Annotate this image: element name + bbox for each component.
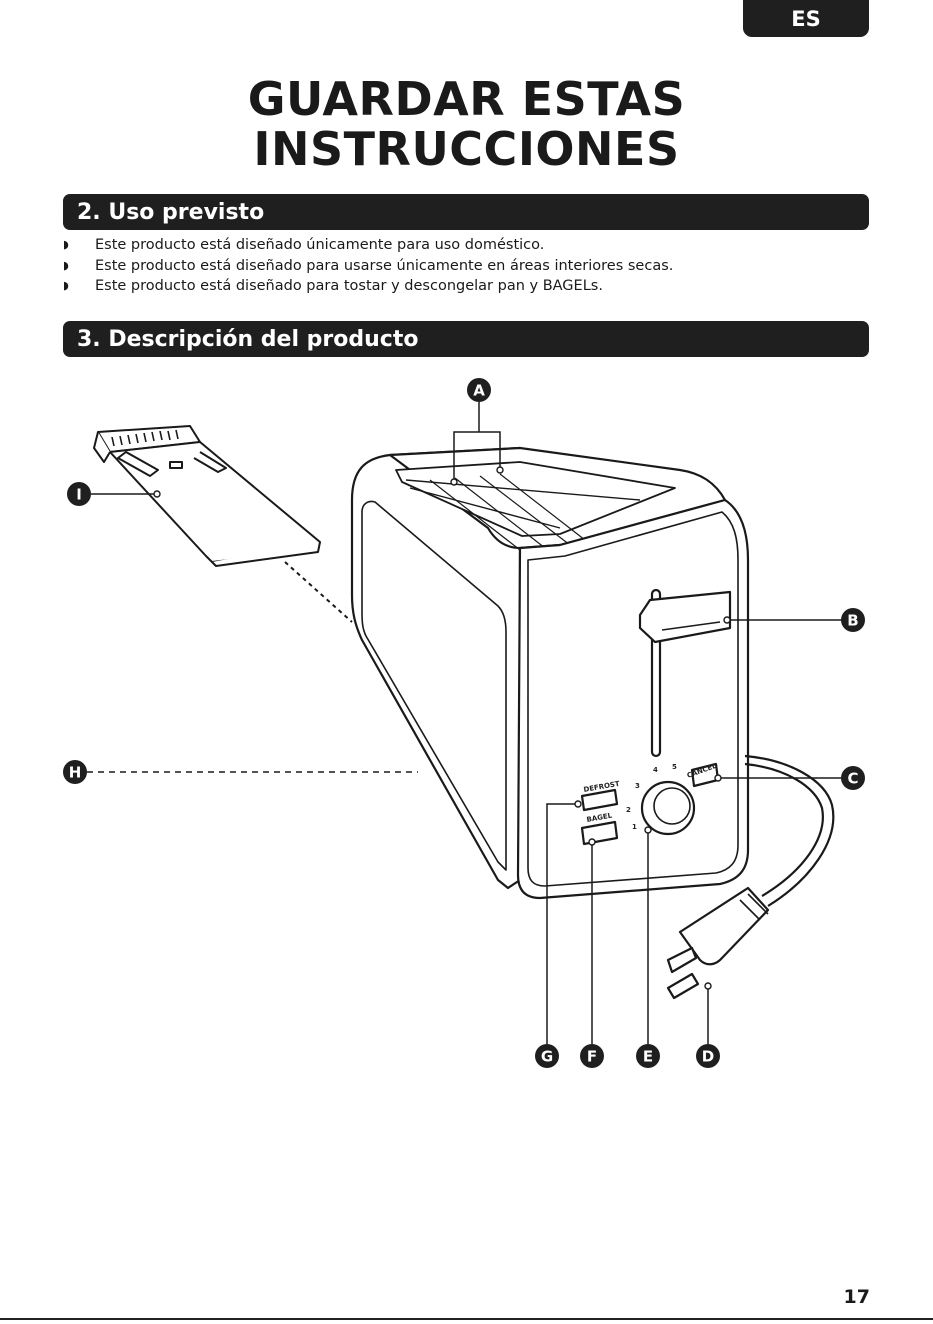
section-heading-product-description: 3. Descripción del producto (63, 321, 869, 357)
svg-text:D: D (702, 1048, 714, 1066)
list-item-text: Este producto está diseñado únicamente p… (95, 237, 545, 253)
svg-text:B: B (847, 612, 858, 630)
svg-text:G: G (541, 1048, 553, 1066)
list-item: ◗ Este producto está diseñado únicamente … (63, 235, 673, 256)
callout-b: B (841, 608, 865, 632)
callout-a: A (467, 378, 491, 402)
bottom-rule (0, 1318, 933, 1320)
bullet-icon: ◗ (63, 279, 69, 292)
bullet-icon: ◗ (63, 238, 69, 251)
page-number: 17 (843, 1286, 870, 1308)
leader-dots (153, 466, 731, 990)
dial-number-1: 1 (632, 823, 637, 831)
svg-text:C: C (847, 770, 858, 788)
section-heading-intended-use: 2. Uso previsto (63, 194, 869, 230)
callout-d: D (696, 1044, 720, 1068)
intended-use-list: ◗ Este producto está diseñado únicamente … (63, 235, 673, 297)
list-item-text: Este producto está diseñado para tostar … (95, 278, 603, 294)
dial-number-2: 2 (626, 806, 631, 814)
svg-text:A: A (473, 382, 485, 400)
page-title: GUARDAR ESTAS INSTRUCCIONES (0, 74, 933, 174)
bullet-icon: ◗ (63, 258, 69, 272)
list-item: ◗ Este producto está diseñado para tostar… (63, 276, 673, 297)
list-item: ◗ Este producto está diseñado para usarse… (63, 256, 673, 277)
dial-number-5: 5 (672, 763, 677, 771)
svg-text:F: F (587, 1048, 597, 1066)
dial-number-4: 4 (653, 766, 658, 774)
tray-guide-line (284, 561, 353, 623)
dial-number-3: 3 (635, 782, 640, 790)
language-tab: ES (743, 0, 869, 37)
callout-i: I (67, 482, 91, 506)
page-title-line-2: INSTRUCCIONES (253, 122, 680, 176)
svg-text:I: I (76, 486, 82, 504)
callout-g: G (535, 1044, 559, 1068)
svg-text:E: E (643, 1048, 653, 1066)
toaster-illustration (350, 446, 835, 1000)
callout-e: E (636, 1044, 660, 1068)
callout-f: F (580, 1044, 604, 1068)
callout-h: H (63, 760, 87, 784)
svg-text:H: H (69, 764, 82, 782)
callout-c: C (841, 766, 865, 790)
leader-lines (87, 402, 842, 1044)
page-title-line-1: GUARDAR ESTAS (247, 72, 686, 126)
list-item-text: Este producto está diseñado para usarse … (95, 257, 674, 274)
crumb-tray-illustration (93, 425, 321, 567)
